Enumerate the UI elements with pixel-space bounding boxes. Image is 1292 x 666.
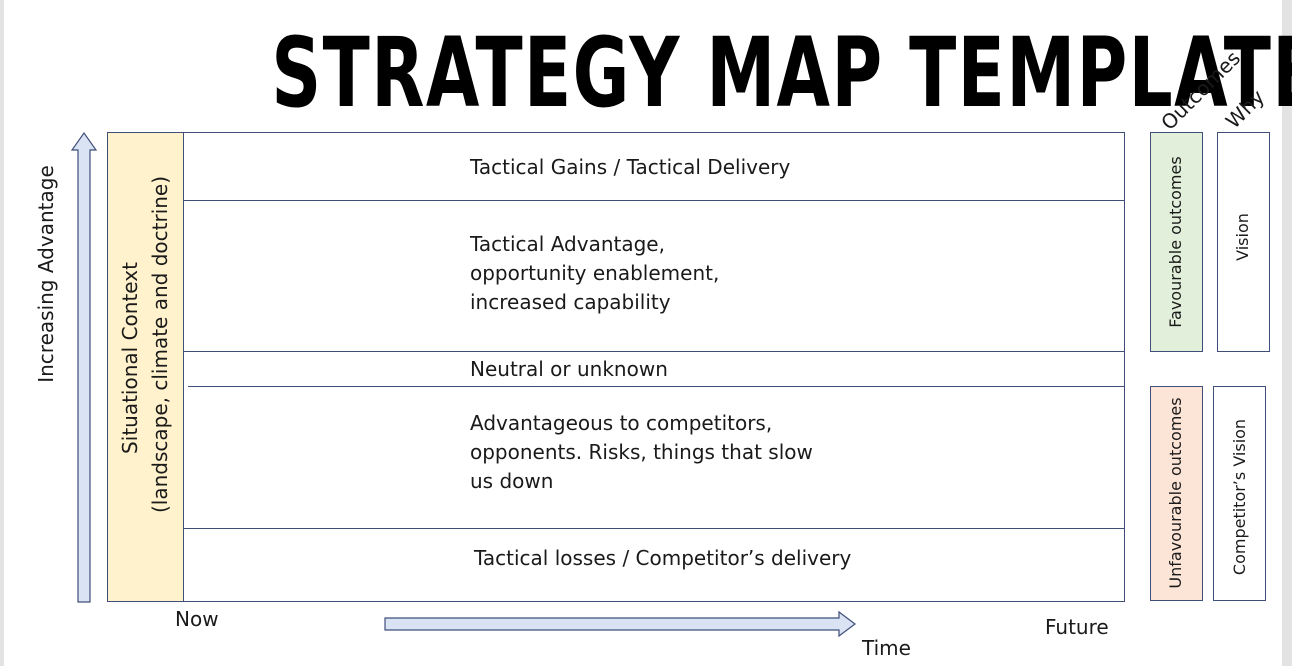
vision-label: Vision bbox=[1233, 213, 1252, 261]
row-divider bbox=[188, 386, 1125, 387]
y-axis-label: Increasing Advantage bbox=[34, 165, 58, 383]
row-divider bbox=[183, 200, 1125, 201]
now-label: Now bbox=[175, 607, 219, 631]
strategy-grid bbox=[183, 132, 1125, 602]
row-tactical-gains: Tactical Gains / Tactical Delivery bbox=[470, 155, 791, 179]
page-title: STRATEGY MAP TEMPLATE bbox=[271, 17, 1292, 129]
window-frame-right bbox=[1282, 0, 1292, 666]
situational-context-label: Situational Context (landscape, climate … bbox=[115, 175, 175, 513]
favourable-outcomes-label: Favourable outcomes bbox=[1166, 156, 1185, 328]
row-advantageous-competitors: Advantageous to competitors, opponents. … bbox=[470, 411, 813, 493]
situational-context-box bbox=[107, 132, 184, 602]
increasing-advantage-arrow bbox=[70, 131, 98, 603]
row-divider bbox=[183, 351, 1125, 352]
situational-context-line1: Situational Context bbox=[118, 262, 142, 454]
favourable-outcomes-box bbox=[1150, 132, 1203, 352]
row-tactical-losses: Tactical losses / Competitor’s delivery bbox=[474, 546, 852, 570]
row-neutral: Neutral or unknown bbox=[470, 357, 668, 381]
time-arrow bbox=[384, 610, 856, 638]
time-label: Time bbox=[862, 636, 911, 660]
row-tactical-advantage: Tactical Advantage, opportunity enableme… bbox=[470, 232, 720, 314]
vision-box bbox=[1217, 132, 1270, 352]
situational-context-line2: (landscape, climate and doctrine) bbox=[148, 175, 172, 513]
competitor-vision-label: Competitor’s Vision bbox=[1230, 418, 1249, 576]
unfavourable-outcomes-box bbox=[1150, 386, 1203, 601]
competitor-vision-box bbox=[1213, 386, 1266, 601]
row-divider bbox=[183, 528, 1125, 529]
unfavourable-outcomes-label: Unfavourable outcomes bbox=[1166, 397, 1185, 589]
window-frame-left bbox=[0, 0, 4, 666]
future-label: Future bbox=[1045, 615, 1109, 639]
